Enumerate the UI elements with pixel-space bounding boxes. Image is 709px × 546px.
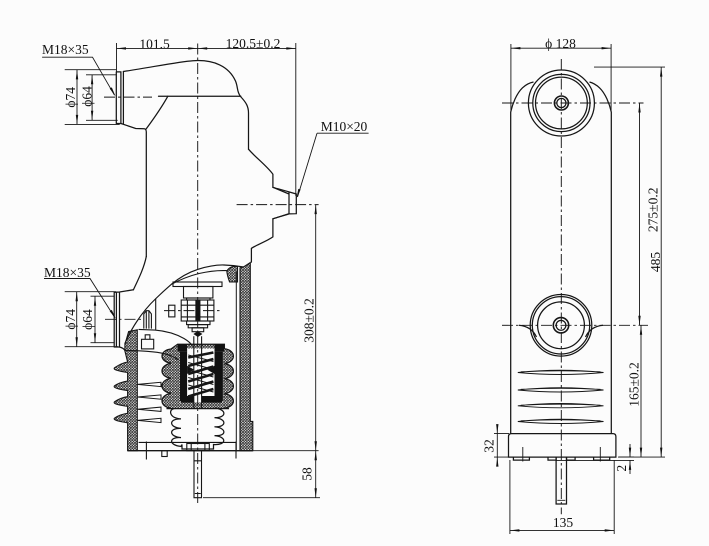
svg-text:ϕ64: ϕ64 <box>80 86 95 107</box>
svg-text:32: 32 <box>481 439 496 453</box>
svg-text:2: 2 <box>614 465 629 472</box>
svg-text:M10×20: M10×20 <box>321 119 368 134</box>
svg-text:58: 58 <box>300 467 315 481</box>
svg-text:M18×35: M18×35 <box>44 265 91 280</box>
svg-text:ϕ74: ϕ74 <box>63 87 78 108</box>
svg-text:120.5±0.2: 120.5±0.2 <box>226 36 281 51</box>
svg-text:485: 485 <box>648 252 663 273</box>
svg-text:ϕ64: ϕ64 <box>80 309 95 330</box>
svg-text:101.5: 101.5 <box>139 36 170 51</box>
svg-text:ϕ 128: ϕ 128 <box>545 36 576 51</box>
svg-text:135: 135 <box>553 515 574 530</box>
svg-text:165±0.2: 165±0.2 <box>627 362 642 407</box>
svg-text:275±0.2: 275±0.2 <box>646 188 661 233</box>
svg-text:M18×35: M18×35 <box>42 42 89 57</box>
svg-text:308±0.2: 308±0.2 <box>302 298 317 343</box>
svg-text:ϕ74: ϕ74 <box>63 309 78 330</box>
